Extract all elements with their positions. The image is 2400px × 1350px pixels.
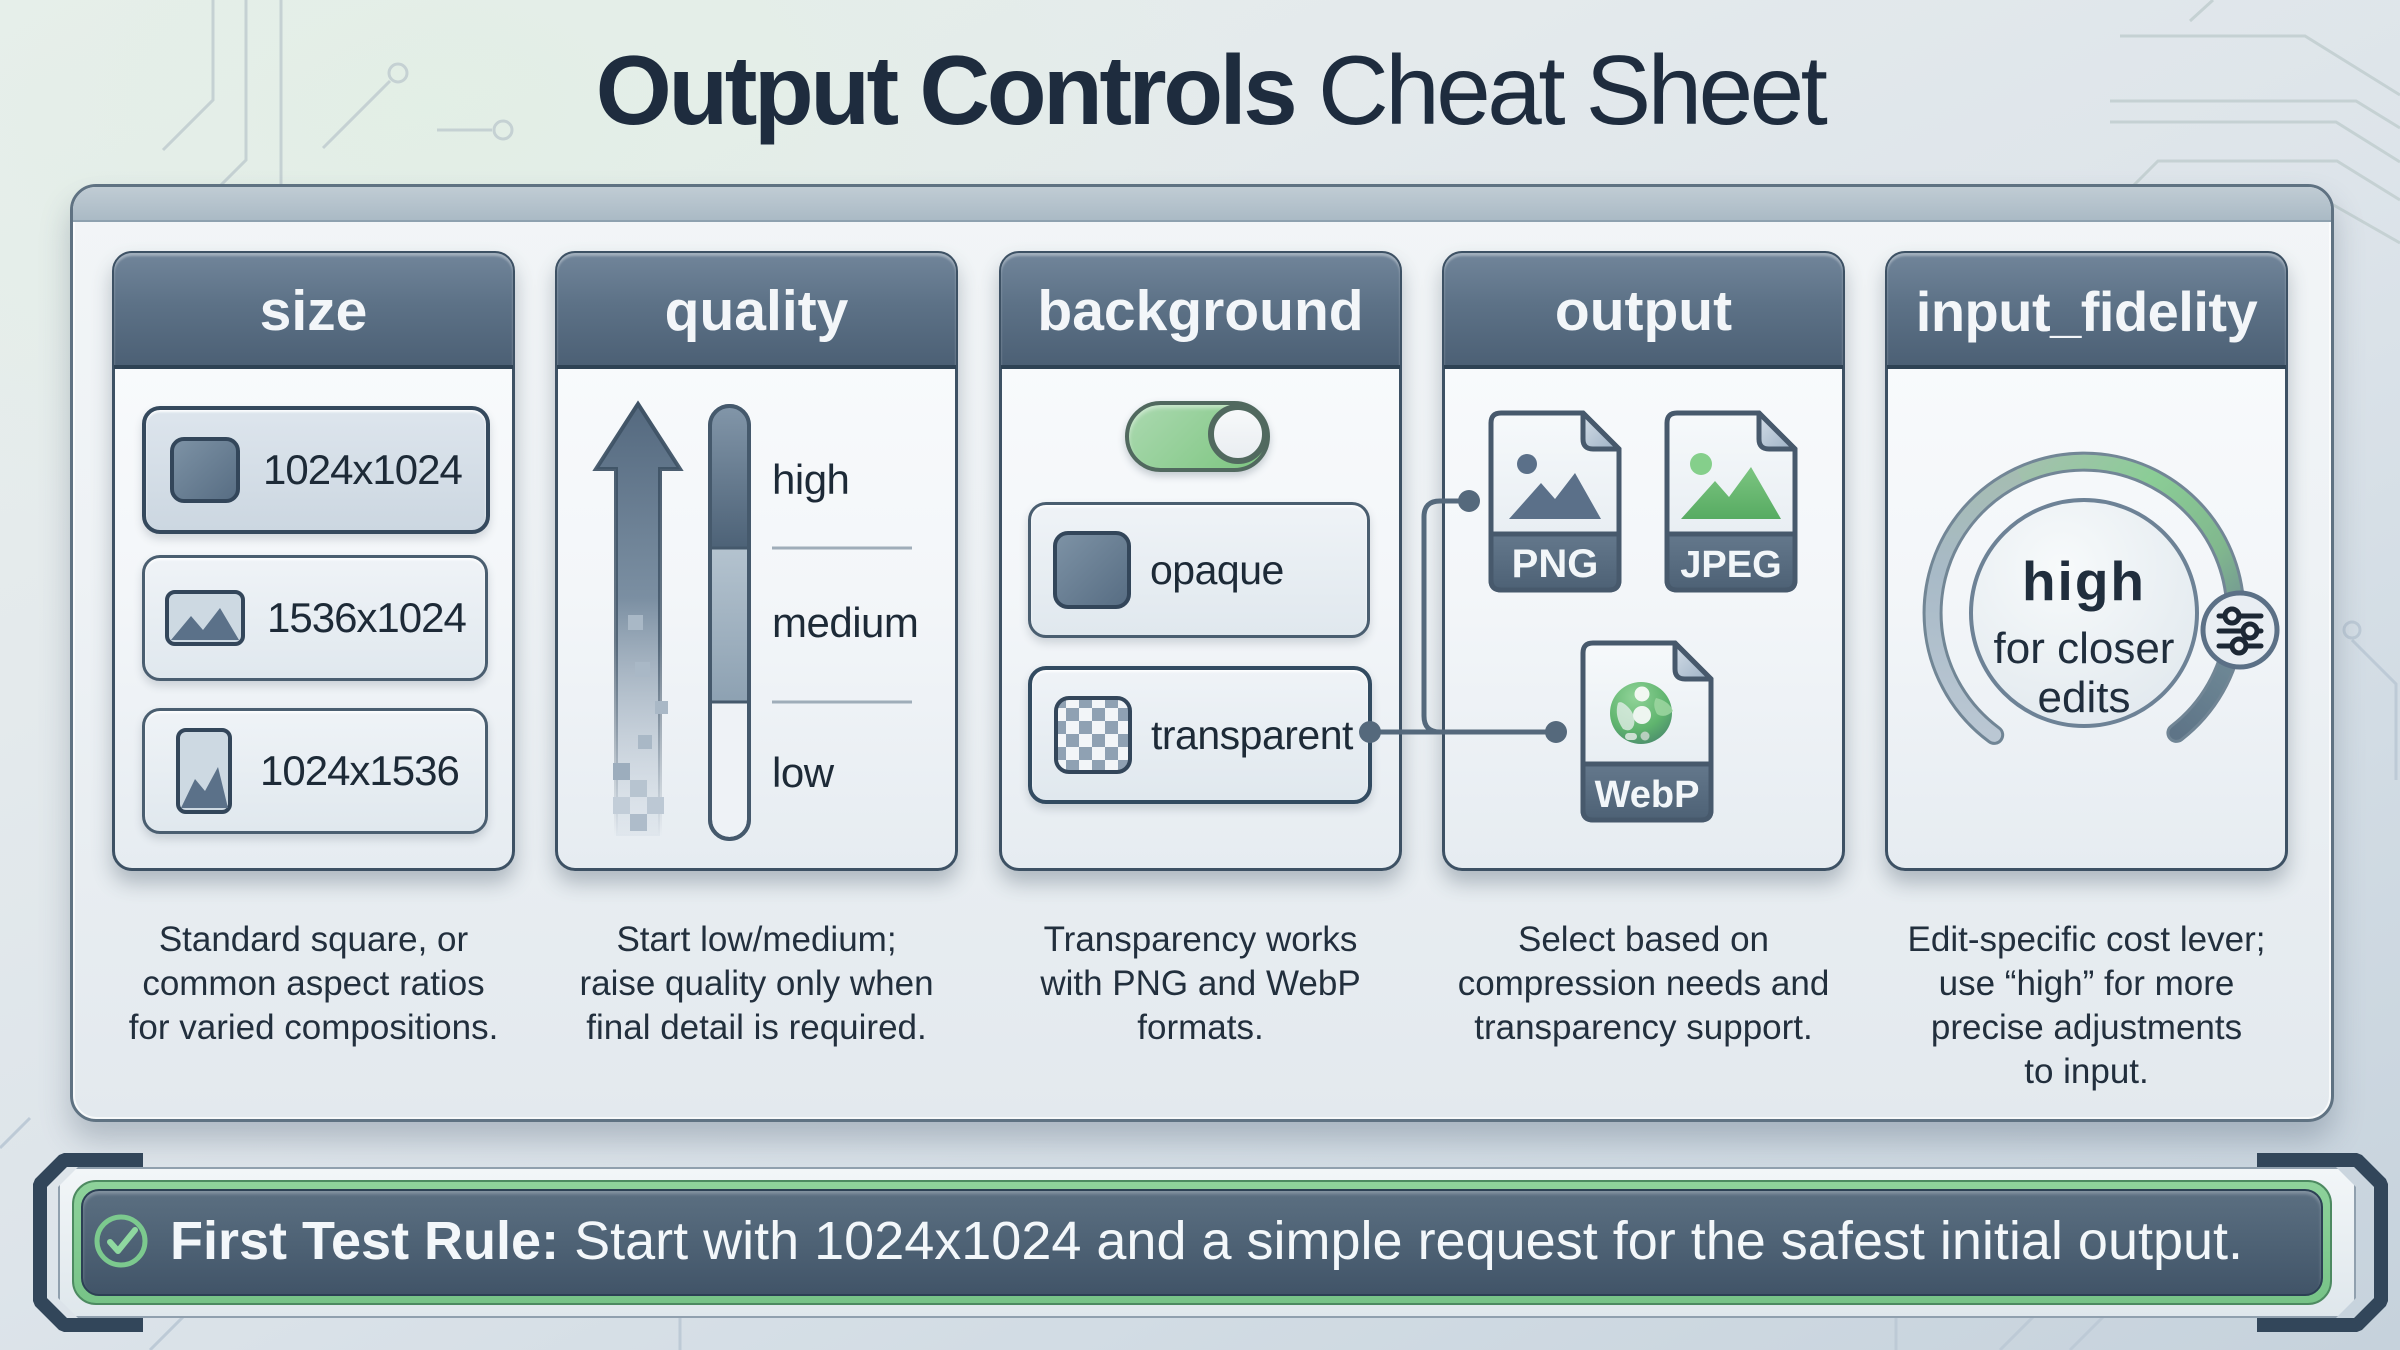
svg-text:for closer: for closer <box>1994 624 2175 673</box>
svg-text:high: high <box>2022 550 2146 612</box>
svg-text:WebP: WebP <box>1595 774 1700 816</box>
svg-text:high: high <box>772 456 849 503</box>
svg-text:medium: medium <box>772 599 918 646</box>
svg-text:low: low <box>772 749 835 796</box>
svg-text:edits: edits <box>2038 673 2131 722</box>
svg-text:PNG: PNG <box>1512 542 1599 586</box>
svg-text:JPEG: JPEG <box>1680 544 1781 586</box>
